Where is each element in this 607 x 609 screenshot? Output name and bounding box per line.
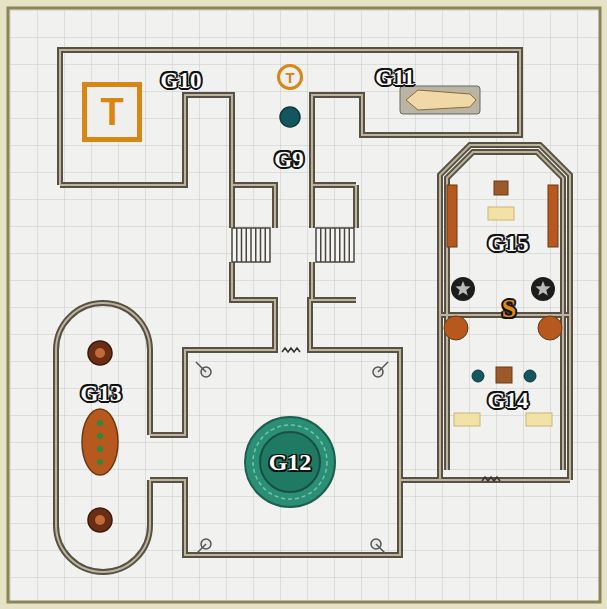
map-stroke bbox=[241, 228, 243, 262]
map-stroke bbox=[312, 262, 356, 300]
map-stroke bbox=[97, 459, 103, 465]
map-stroke bbox=[400, 86, 480, 114]
map-stroke bbox=[378, 362, 388, 372]
trap-symbol: T bbox=[285, 70, 294, 85]
map-stroke bbox=[526, 413, 552, 426]
map-stroke bbox=[265, 228, 267, 262]
map-stroke bbox=[97, 446, 103, 452]
room-label: G13 bbox=[81, 382, 122, 405]
map-stroke bbox=[82, 409, 118, 475]
map-stroke bbox=[232, 185, 275, 228]
map-stroke bbox=[440, 145, 570, 480]
map-stroke bbox=[440, 145, 570, 480]
map-stroke bbox=[353, 185, 359, 228]
map-stroke bbox=[260, 228, 262, 262]
map-stroke bbox=[236, 228, 238, 262]
room-label: G14 bbox=[488, 389, 529, 412]
map-stroke bbox=[376, 544, 386, 554]
map-stroke bbox=[232, 228, 270, 262]
map-stroke bbox=[406, 90, 476, 110]
floor bbox=[10, 10, 600, 602]
map-stroke bbox=[444, 316, 468, 340]
map-stroke bbox=[316, 228, 354, 262]
map-stroke bbox=[97, 433, 103, 439]
map-stroke bbox=[320, 228, 322, 262]
map-stroke bbox=[312, 184, 356, 186]
map-stroke bbox=[538, 316, 562, 340]
stairs bbox=[232, 228, 354, 262]
map-stroke bbox=[454, 413, 480, 426]
map-stroke bbox=[150, 262, 275, 435]
map-stroke bbox=[349, 228, 351, 262]
map-stroke bbox=[548, 185, 558, 247]
map-stroke bbox=[330, 228, 332, 262]
fountain-circle: G12 bbox=[244, 416, 336, 508]
map-stroke bbox=[312, 182, 356, 188]
map-stroke bbox=[531, 277, 555, 301]
map-stroke bbox=[56, 303, 150, 572]
map-stroke bbox=[451, 277, 475, 301]
map-stroke bbox=[237, 228, 350, 262]
map-stroke bbox=[229, 185, 235, 228]
map-stroke bbox=[255, 228, 257, 262]
map-stroke bbox=[472, 370, 484, 382]
trap-marker-round: T bbox=[277, 64, 303, 90]
map-stroke bbox=[150, 262, 275, 435]
storeroom-furniture bbox=[444, 316, 562, 426]
room-label: G11 bbox=[375, 66, 415, 89]
trap-marker: T bbox=[82, 82, 142, 142]
map-stroke bbox=[232, 185, 275, 228]
teal-orb bbox=[280, 107, 300, 127]
map-stroke bbox=[339, 228, 341, 262]
map-stroke bbox=[535, 281, 550, 295]
shrine-furniture bbox=[82, 341, 118, 532]
map-stroke bbox=[496, 367, 512, 383]
map-stroke bbox=[88, 508, 112, 532]
map-stroke bbox=[325, 228, 327, 262]
map-stroke bbox=[447, 152, 563, 470]
map-stroke bbox=[355, 185, 357, 228]
map-stroke bbox=[447, 185, 457, 247]
map-stroke bbox=[88, 341, 112, 365]
map-stroke bbox=[344, 228, 346, 262]
map-stroke bbox=[312, 262, 356, 300]
room-label: G15 bbox=[488, 232, 529, 255]
map-stroke bbox=[334, 228, 336, 262]
map-stroke bbox=[482, 477, 500, 481]
map-stroke bbox=[56, 303, 150, 572]
map-stroke bbox=[97, 420, 103, 426]
map-stroke bbox=[282, 348, 300, 352]
room-number: G12 bbox=[269, 450, 312, 474]
map-stroke bbox=[95, 515, 105, 525]
pillars bbox=[196, 362, 388, 554]
map-stroke bbox=[196, 544, 206, 554]
map-stroke bbox=[455, 281, 470, 295]
grid bbox=[10, 10, 600, 602]
map-stroke bbox=[447, 152, 563, 470]
map-stroke bbox=[231, 185, 233, 228]
walls bbox=[56, 50, 570, 572]
outer-frame bbox=[8, 8, 600, 602]
map-stroke bbox=[246, 228, 248, 262]
sarcophagus bbox=[400, 86, 480, 114]
map-stroke bbox=[524, 370, 536, 382]
map-stroke bbox=[196, 362, 206, 372]
map-stroke bbox=[250, 228, 252, 262]
map-stroke bbox=[488, 207, 514, 220]
secret-door-symbol: S bbox=[502, 296, 516, 322]
room-label: G10 bbox=[161, 69, 202, 92]
map-stroke bbox=[494, 181, 508, 195]
map-stroke bbox=[95, 348, 105, 358]
trap-symbol: T bbox=[100, 93, 123, 131]
room-label: G9 bbox=[274, 148, 303, 171]
